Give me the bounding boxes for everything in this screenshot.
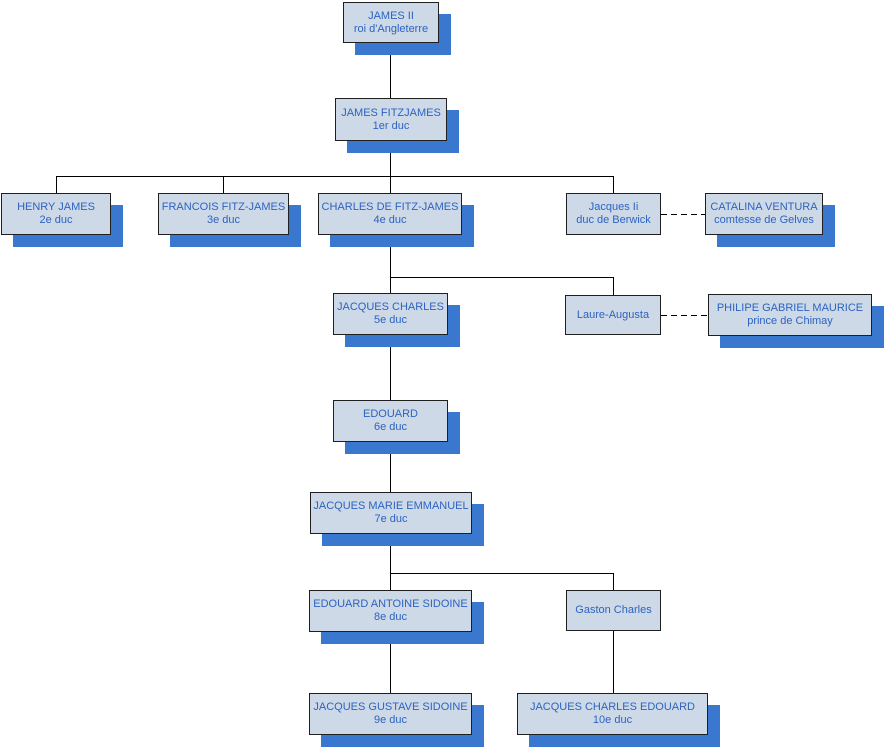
person-box[interactable]: PHILIPE GABRIEL MAURICE prince de Chimay	[708, 294, 872, 336]
person-box[interactable]: JAMES II roi d'Angleterre	[343, 2, 439, 43]
person-box[interactable]: FRANCOIS FITZ-JAMES 3e duc	[158, 193, 289, 235]
person-title: 10e duc	[592, 714, 633, 726]
person-name: JACQUES CHARLES EDOUARD	[529, 701, 696, 713]
person-name: PHILIPE GABRIEL MAURICE	[716, 302, 864, 314]
person-box[interactable]: JACQUES CHARLES EDOUARD 10e duc	[517, 693, 708, 735]
person-box[interactable]: EDOUARD ANTOINE SIDOINE 8e duc	[309, 590, 472, 632]
person-name: HENRY JAMES	[17, 201, 95, 213]
person-name: EDOUARD	[362, 408, 418, 420]
person-title: 9e duc	[373, 714, 408, 726]
person-name: CATALINA VENTURA	[710, 201, 818, 213]
person-name: JACQUES GUSTAVE SIDOINE	[313, 701, 468, 713]
person-name: FRANCOIS FITZ-JAMES	[161, 201, 286, 213]
person-title: comtesse de Gelves	[714, 214, 814, 226]
person-name: JACQUES MARIE EMMANUEL	[313, 500, 469, 512]
person-title: 7e duc	[374, 513, 408, 525]
person-box[interactable]: CHARLES DE FITZ-JAMES 4e duc	[318, 193, 462, 235]
person-name: JAMES FITZJAMES	[341, 106, 441, 119]
person-title: 5e duc	[373, 314, 408, 326]
person-box[interactable]: JACQUES GUSTAVE SIDOINE 9e duc	[309, 693, 472, 735]
person-name: JAMES II	[368, 9, 414, 22]
person-title: roi d'Angleterre	[353, 22, 429, 35]
person-box[interactable]: CATALINA VENTURA comtesse de Gelves	[705, 193, 823, 235]
person-box[interactable]: JACQUES CHARLES 5e duc	[333, 293, 448, 335]
person-box[interactable]: HENRY JAMES 2e duc	[1, 193, 111, 235]
person-title: 3e duc	[206, 214, 241, 226]
person-name: Jacques Ii	[588, 201, 639, 213]
person-name: Laure-Augusta	[576, 308, 650, 321]
person-name: JACQUES CHARLES	[337, 301, 444, 313]
person-name: EDOUARD ANTOINE SIDOINE	[313, 598, 468, 610]
person-title: 8e duc	[373, 611, 408, 623]
person-box[interactable]: EDOUARD 6e duc	[333, 400, 448, 442]
person-box[interactable]: JACQUES MARIE EMMANUEL 7e duc	[310, 492, 472, 534]
person-title: 1er duc	[372, 119, 410, 132]
person-name: CHARLES DE FITZ-JAMES	[321, 201, 459, 213]
person-title: duc de Berwick	[576, 214, 651, 226]
person-title: 2e duc	[39, 214, 73, 226]
person-box[interactable]: JAMES FITZJAMES 1er duc	[335, 98, 447, 141]
person-box[interactable]: Gaston Charles	[566, 590, 661, 631]
person-box[interactable]: Jacques Ii duc de Berwick	[566, 193, 661, 235]
person-title: 4e duc	[373, 214, 407, 226]
person-title: 6e duc	[373, 421, 408, 433]
person-title: prince de Chimay	[747, 315, 833, 327]
person-name: Gaston Charles	[575, 604, 652, 616]
person-box[interactable]: Laure-Augusta	[565, 295, 661, 335]
